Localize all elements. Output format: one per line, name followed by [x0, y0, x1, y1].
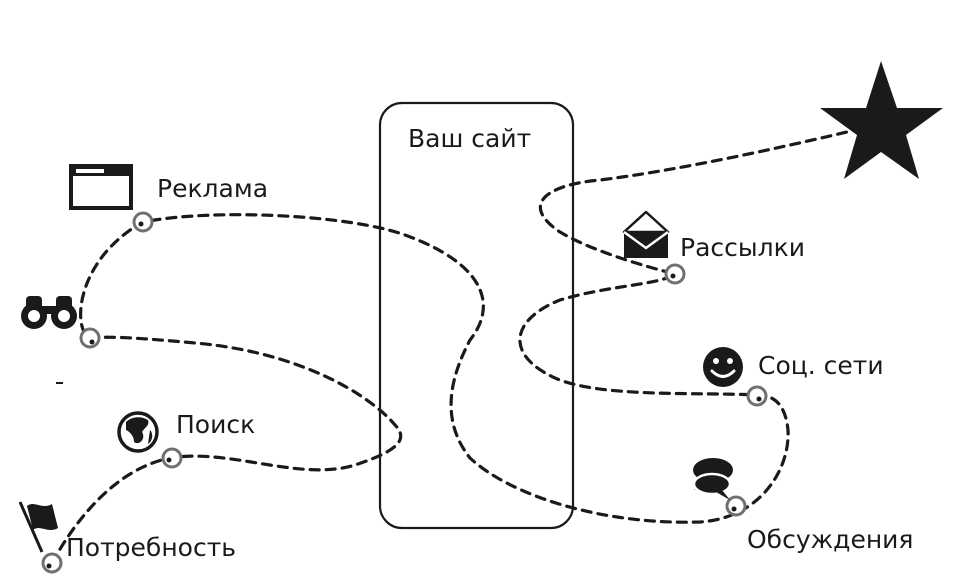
globe-icon: [117, 411, 159, 453]
flag-icon: [18, 501, 58, 553]
smiley-icon: [703, 347, 743, 387]
node-explore: [79, 327, 101, 349]
star-icon: [820, 61, 943, 179]
node-search: [161, 447, 183, 469]
envelope-icon: [622, 210, 670, 258]
node-ads: [132, 211, 154, 233]
label-discussions: Обсуждения: [747, 525, 913, 554]
label-ads: Реклама: [157, 174, 268, 203]
node-need: [41, 552, 63, 574]
journey-path: [50, 125, 870, 565]
chat-bubbles-icon: [692, 458, 733, 500]
binoculars-icon: [21, 296, 77, 329]
site-label: Ваш сайт: [408, 124, 531, 153]
label-social: Соц. сети: [758, 351, 884, 380]
node-discussions: [725, 495, 747, 517]
label-newsletters: Рассылки: [680, 233, 805, 262]
browser-window-icon: [69, 164, 133, 210]
node-newsletters: [664, 263, 686, 285]
label-search: Поиск: [176, 410, 255, 439]
site-box: [378, 101, 575, 530]
label-need: Потребность: [66, 533, 236, 562]
node-social: [746, 385, 768, 407]
